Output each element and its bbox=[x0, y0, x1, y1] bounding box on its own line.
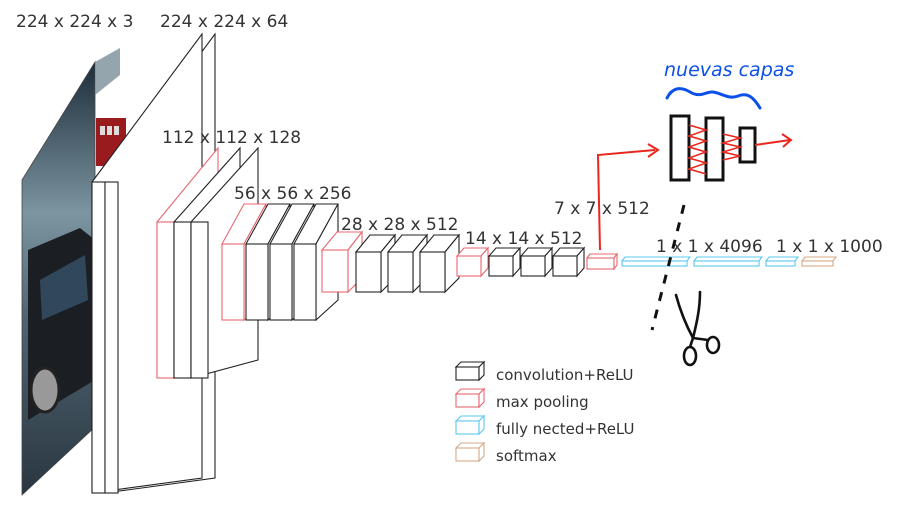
label-conv5-size: 14 x 14 x 512 bbox=[465, 229, 582, 249]
legend-fc-label: fully nected+ReLU bbox=[496, 420, 635, 438]
new-layers-label: nuevas capas bbox=[664, 59, 794, 81]
legend-pool-label: max pooling bbox=[496, 393, 589, 411]
legend-conv-swatch bbox=[454, 360, 486, 382]
legend-pool-swatch bbox=[454, 387, 486, 409]
new-layer-3 bbox=[738, 126, 757, 164]
label-conv3-size: 56 x 56 x 256 bbox=[234, 184, 351, 204]
conv4-block bbox=[320, 230, 461, 294]
softmax-layer bbox=[800, 256, 838, 267]
label-fc-size: 1 x 1 x 4096 bbox=[656, 237, 763, 257]
output-arrow bbox=[754, 139, 791, 146]
fc-layers bbox=[620, 256, 800, 267]
new-layer-1 bbox=[669, 114, 691, 182]
pool5-block bbox=[585, 252, 619, 271]
label-conv1-size: 224 x 224 x 64 bbox=[160, 12, 288, 32]
label-pool5-size: 7 x 7 x 512 bbox=[554, 199, 650, 219]
legend-softmax-label: softmax bbox=[496, 447, 557, 465]
branch-arrow bbox=[596, 149, 656, 251]
input-image bbox=[21, 48, 126, 496]
label-conv4-size: 28 x 28 x 512 bbox=[341, 215, 458, 235]
label-conv2-size: 112 x 112 x 128 bbox=[162, 128, 301, 148]
conv3-block bbox=[221, 203, 339, 322]
connections-1 bbox=[686, 124, 709, 175]
legend-conv-label: convolution+ReLU bbox=[496, 366, 634, 384]
new-layer-2 bbox=[704, 116, 725, 182]
new-layers-annotation: nuevas capas bbox=[596, 59, 794, 251]
scissors-icon bbox=[674, 290, 721, 367]
legend-fc-swatch bbox=[454, 414, 486, 436]
label-input-size: 224 x 224 x 3 bbox=[16, 12, 133, 32]
conv5-block bbox=[455, 246, 586, 278]
brace-underline bbox=[665, 87, 762, 110]
connections-2 bbox=[719, 133, 744, 161]
legend-softmax-swatch bbox=[454, 441, 486, 463]
legend: convolution+ReLU max pooling fully necte… bbox=[454, 360, 635, 465]
label-output-size: 1 x 1 x 1000 bbox=[776, 237, 883, 257]
cut-line bbox=[650, 204, 686, 331]
